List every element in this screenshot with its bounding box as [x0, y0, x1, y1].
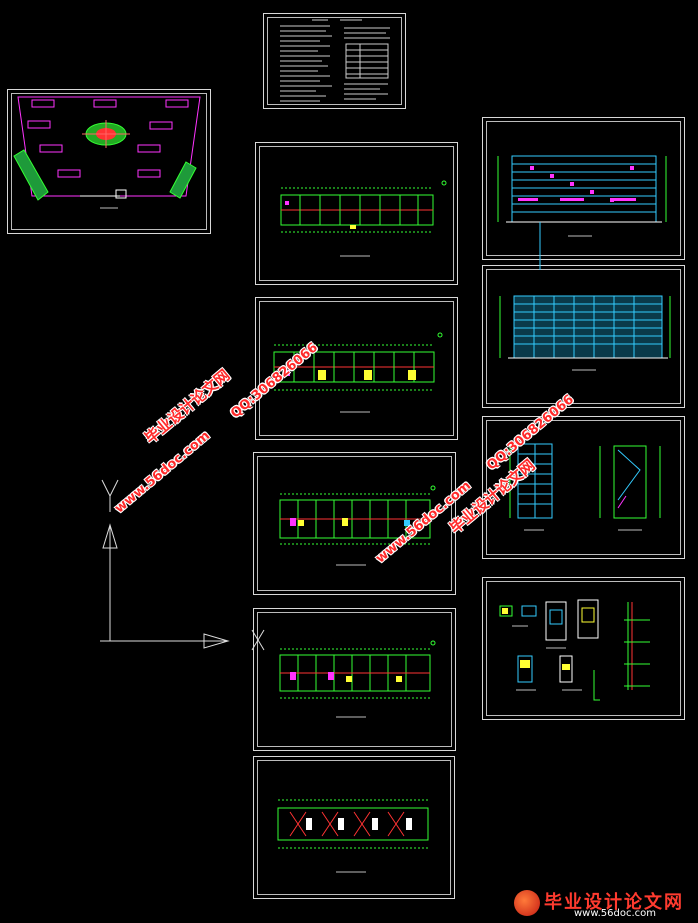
- logo-url: www.56doc.com: [574, 908, 657, 919]
- site-plan-sheet: [7, 89, 211, 234]
- details-sheet: [482, 577, 685, 720]
- floor-plan-4-sheet: [253, 608, 456, 751]
- design-notes-lines: [280, 19, 390, 102]
- front-elevation-sheet: [482, 117, 685, 260]
- roof-plan-sheet: [253, 756, 455, 899]
- detail-drawings: [499, 599, 650, 701]
- roof-plan: [277, 799, 429, 873]
- rear-elevation-sheet: [482, 265, 685, 408]
- logo-icon: [514, 890, 540, 916]
- floor-plan-2-sheet: [255, 297, 458, 440]
- site-plan: [13, 96, 201, 209]
- site-logo[interactable]: 毕业设计论文网 www.56doc.com: [508, 888, 696, 920]
- floor-plan-3: [279, 485, 436, 566]
- logo-title: 毕业设计论文网: [544, 892, 684, 913]
- floor-plan-3-sheet: [253, 452, 456, 595]
- section-sheet: [482, 416, 685, 559]
- floor-plan-1-sheet: [255, 142, 458, 285]
- rear-elevation: [499, 295, 671, 371]
- floor-plan-2: [273, 332, 443, 413]
- floor-plan-4: [279, 640, 436, 718]
- ucs-axis-icon: [100, 479, 265, 651]
- section-views: [509, 443, 661, 531]
- design-notes-sheet: [263, 13, 406, 109]
- floor-plan-1: [280, 180, 447, 257]
- front-elevation: [497, 155, 667, 270]
